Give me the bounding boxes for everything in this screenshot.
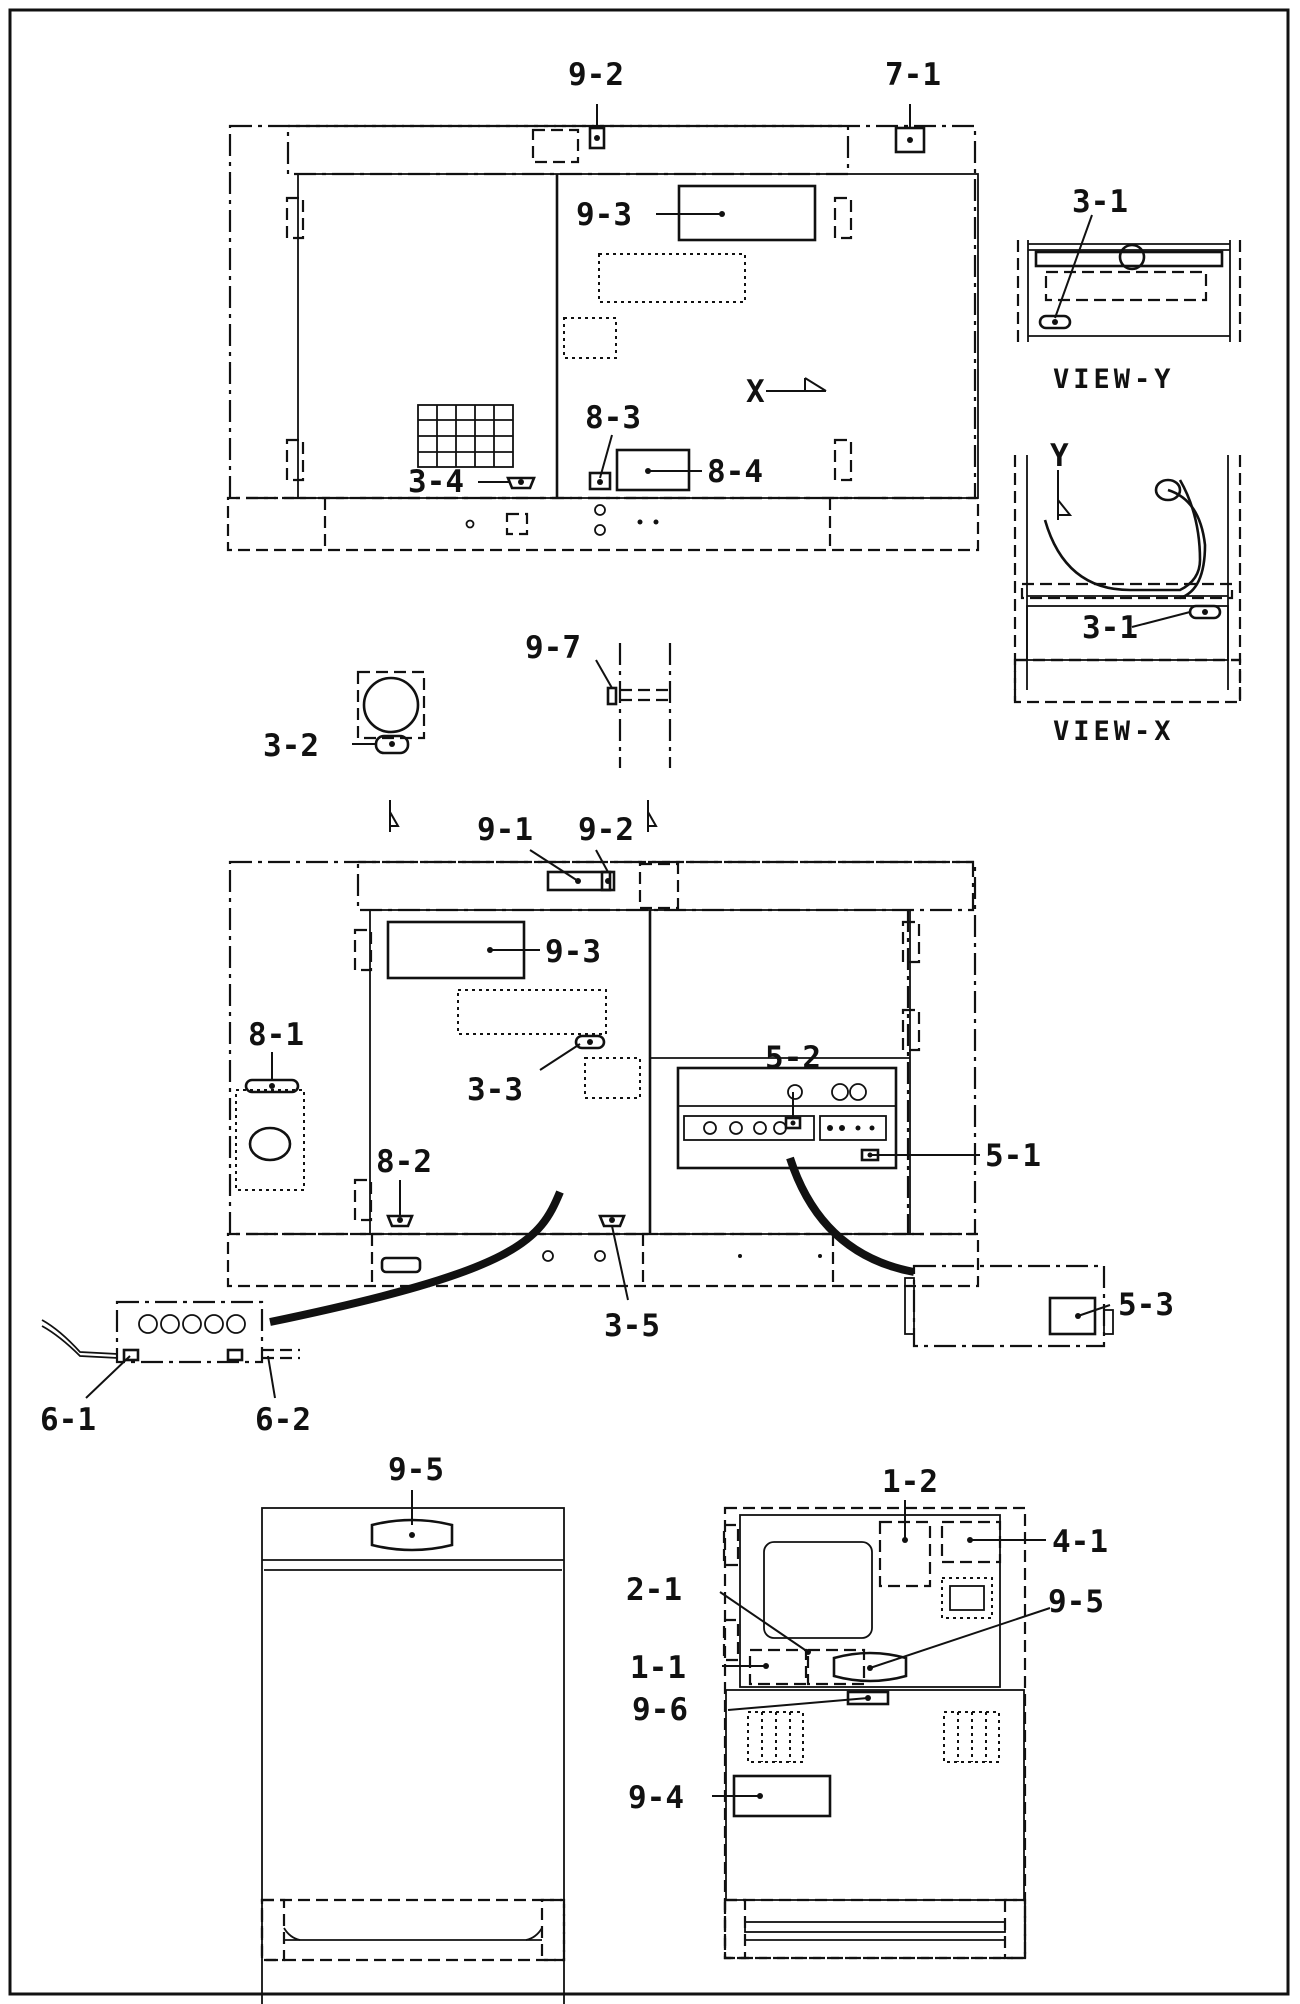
callout-9-5-right: 9-5 <box>1048 1584 1104 1620</box>
callout-3-5: 3-5 <box>604 1308 660 1344</box>
callout-3-2: 3-2 <box>263 728 319 764</box>
label-3-3-plate <box>574 1034 606 1050</box>
label-9-6-plate <box>846 1690 890 1706</box>
label-5-3-plate <box>1048 1296 1097 1336</box>
label-3-4-plate <box>506 476 536 490</box>
rear-elevation: 9-5 <box>260 1452 566 2004</box>
top-elevation: 9-2 7-1 9-3 8-3 8-4 3-4 X <box>226 57 980 552</box>
upper-details: 9-7 3-2 <box>263 630 672 832</box>
label-6-1-plate <box>122 1348 140 1362</box>
callout-3-1-viewy: 3-1 <box>1072 184 1128 220</box>
callout-9-3-mid: 9-3 <box>545 934 601 970</box>
callout-1-2: 1-2 <box>882 1464 938 1500</box>
callout-5-3: 5-3 <box>1118 1287 1174 1323</box>
callout-1-1: 1-1 <box>630 1650 686 1686</box>
callout-7-1: 7-1 <box>885 57 941 93</box>
label-3-5-plate <box>598 1214 626 1228</box>
callout-6-1: 6-1 <box>40 1402 96 1438</box>
callout-3-1-viewx: 3-1 <box>1082 610 1138 646</box>
label-9-5-right-plate <box>832 1651 908 1683</box>
view-x-marker: X <box>746 374 765 410</box>
view-x-title: VIEW-X <box>1053 716 1175 747</box>
callout-8-3: 8-3 <box>585 400 641 436</box>
callout-9-7: 9-7 <box>525 630 581 666</box>
callout-5-2: 5-2 <box>765 1040 821 1076</box>
callout-8-1: 8-1 <box>248 1017 304 1053</box>
callout-9-6: 9-6 <box>632 1692 688 1728</box>
callout-9-2-top: 9-2 <box>568 57 624 93</box>
callout-6-2: 6-2 <box>255 1402 311 1438</box>
callout-8-2: 8-2 <box>376 1144 432 1180</box>
callout-3-3: 3-3 <box>467 1072 523 1108</box>
label-8-3-plate <box>588 471 612 491</box>
label-4-1-plate <box>940 1520 1002 1564</box>
callout-9-2-mid: 9-2 <box>578 812 634 848</box>
control-panel <box>676 1066 898 1170</box>
view-y-title: VIEW-Y <box>1053 364 1175 395</box>
label-9-7-plate <box>606 686 618 706</box>
callout-2-1: 2-1 <box>626 1572 682 1608</box>
view-y-marker: Y <box>1050 438 1069 474</box>
grille-left <box>747 1711 804 1763</box>
grille-right <box>943 1711 1000 1763</box>
page-frame <box>8 8 1290 1996</box>
label-6-2-plate <box>226 1348 244 1362</box>
callout-9-5-left: 9-5 <box>388 1452 444 1488</box>
callout-9-1: 9-1 <box>477 812 533 848</box>
grille-top <box>417 404 514 468</box>
front-open-elevation: 1-2 4-1 1-1 2-1 9-5 9-6 <box>626 1464 1108 1960</box>
callout-8-4: 8-4 <box>707 454 763 490</box>
label-9-5-left-plate <box>370 1518 454 1552</box>
callout-4-1: 4-1 <box>1052 1524 1108 1560</box>
view-x-detail: 3-1 Y VIEW-X <box>1013 438 1242 747</box>
middle-elevation: 9-1 9-2 9-3 8-1 3-3 5-2 5-1 8-2 3-5 <box>40 812 1174 1438</box>
view-y-detail: 3-1 VIEW-Y <box>1016 184 1242 395</box>
callout-9-4: 9-4 <box>628 1780 684 1816</box>
callout-3-4: 3-4 <box>408 464 464 500</box>
callout-9-3-top: 9-3 <box>576 197 632 233</box>
label-8-2-plate <box>386 1214 414 1228</box>
callout-5-1: 5-1 <box>985 1138 1041 1174</box>
